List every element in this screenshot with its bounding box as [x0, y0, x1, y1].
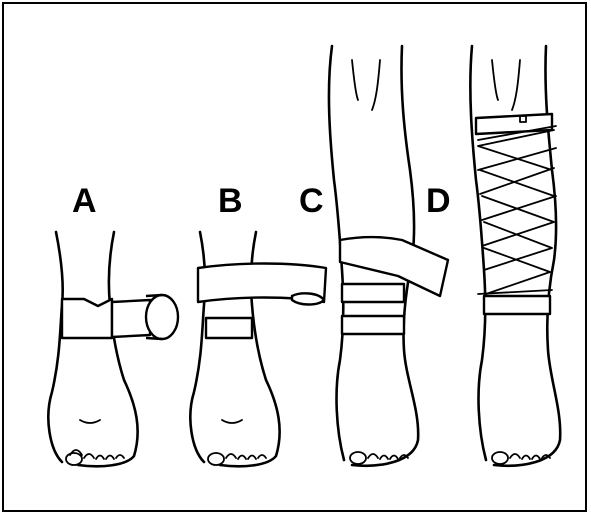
- bandage-wrap-d-top: [476, 114, 552, 134]
- bandage-wrap-a: [62, 299, 112, 338]
- bandage-wrap-c-low: [342, 316, 404, 334]
- bandage-roll-b: [292, 293, 324, 304]
- panel-d-drawing: [470, 46, 560, 466]
- bandage-wrap-b-mid: [206, 318, 252, 338]
- bandage-tail-a: [112, 300, 150, 337]
- panel-a-drawing: [48, 232, 178, 466]
- panel-c-drawing: [329, 46, 448, 466]
- bandage-roll-a: [146, 295, 178, 339]
- bandage-wrap-d-low: [484, 296, 550, 314]
- panel-b-drawing: [190, 232, 326, 466]
- bandage-wrap-c-mid: [342, 284, 404, 302]
